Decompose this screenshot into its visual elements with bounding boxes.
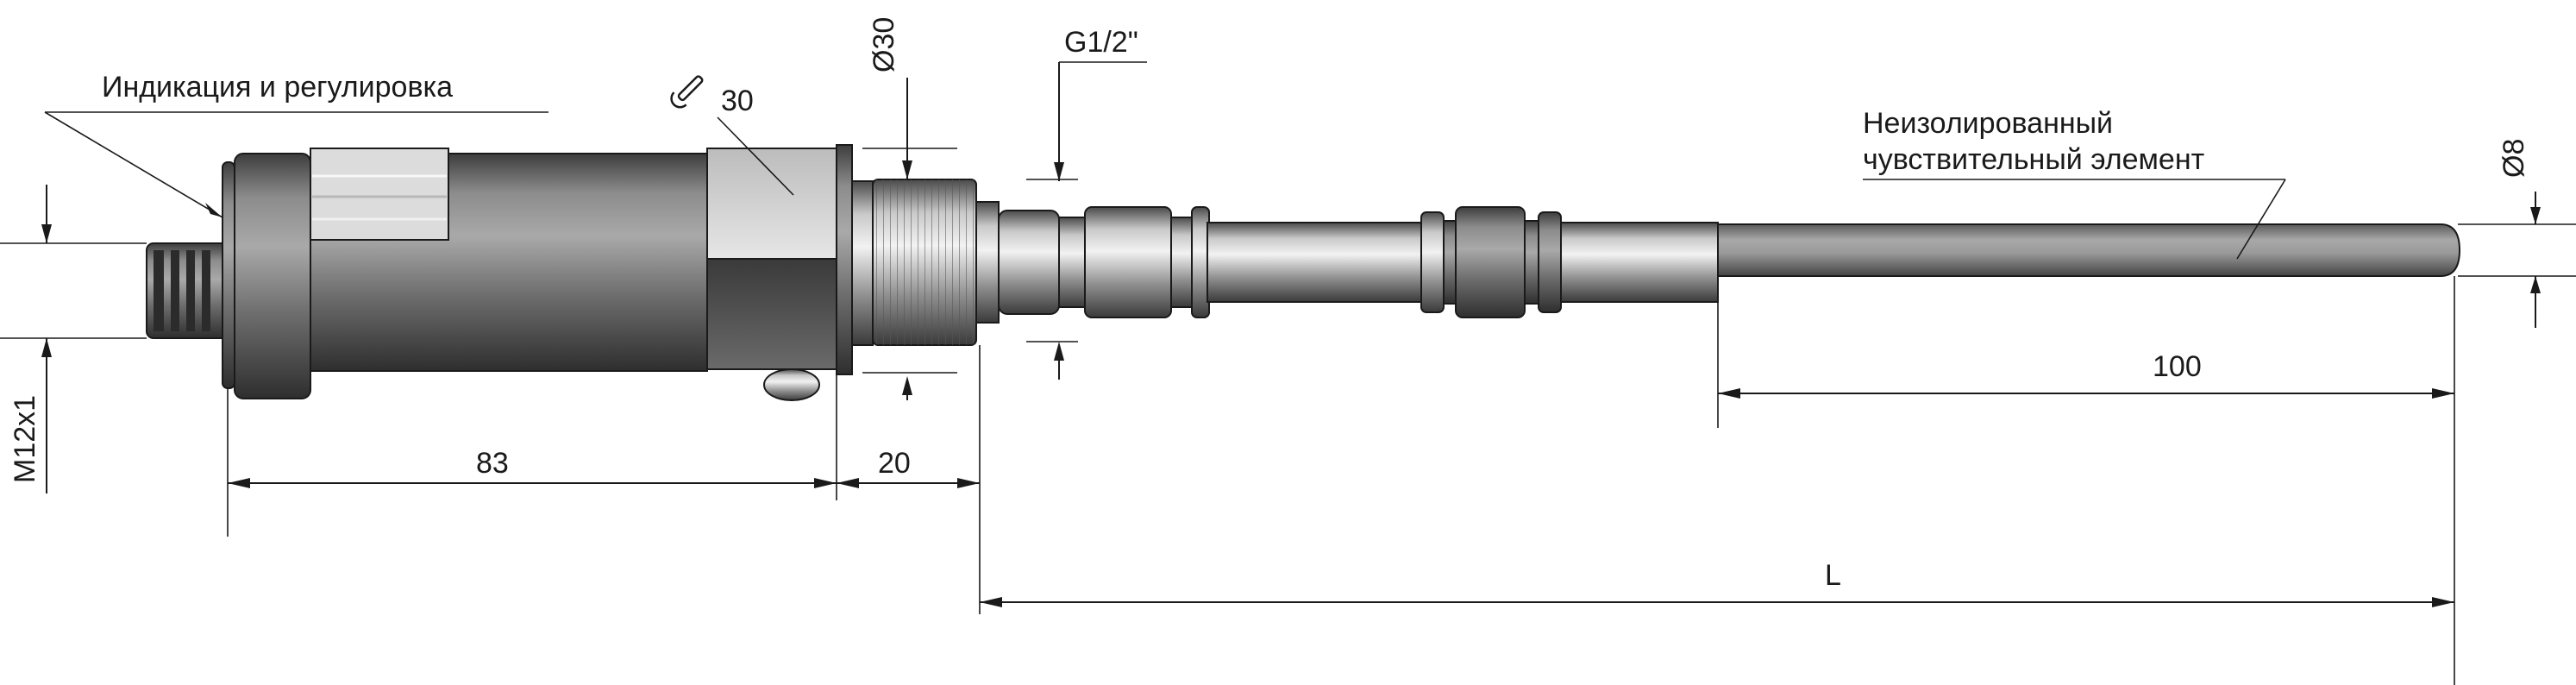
- thread-g12: [851, 179, 1000, 346]
- indication-label: Индикация и регулировка: [102, 71, 453, 104]
- sensor-label-line2: чувствительный элемент: [1863, 143, 2204, 176]
- dim-100: 100: [1718, 350, 2454, 399]
- dim-100-label: 100: [2153, 350, 2202, 383]
- dim-L: L: [980, 559, 2454, 607]
- sensor-probe: [1717, 223, 2461, 277]
- m12-connector: [146, 242, 230, 339]
- indicator-housing: [234, 153, 311, 399]
- dim-20-label: 20: [878, 447, 911, 480]
- dim-m12: M12x1: [0, 185, 147, 493]
- sensor-label-line1: Неизолированный: [1863, 107, 2113, 140]
- thread-g-label: G1/2": [1064, 26, 1138, 59]
- sensor-callout: Неизолированный чувствительный элемент: [1863, 107, 2286, 260]
- wrench-size-label: 30: [721, 85, 754, 117]
- dim-20: 20: [837, 447, 980, 488]
- neck: [998, 210, 1060, 315]
- hex-nut: [706, 144, 853, 401]
- dim-83-label: 83: [476, 447, 509, 480]
- diameter-8-label: Ø8: [2498, 139, 2530, 178]
- dim-83: 83: [228, 447, 837, 488]
- shaft: [1207, 222, 1422, 303]
- diameter-30-label: Ø30: [868, 17, 900, 72]
- indication-callout: Индикация и регулировка: [44, 71, 548, 218]
- compression-fitting: [1420, 206, 1562, 318]
- wrench-callout: 30: [670, 75, 794, 196]
- device-body: [146, 144, 2461, 401]
- dim-diameter-30: Ø30: [862, 17, 957, 400]
- wrench-icon: [670, 75, 704, 109]
- dim-thread-g: G1/2": [1026, 26, 1147, 380]
- m12-label: M12x1: [9, 395, 41, 483]
- rear-cap: [222, 161, 235, 389]
- dim-L-label: L: [1825, 559, 1841, 592]
- dim-diameter-8: Ø8: [2458, 139, 2576, 328]
